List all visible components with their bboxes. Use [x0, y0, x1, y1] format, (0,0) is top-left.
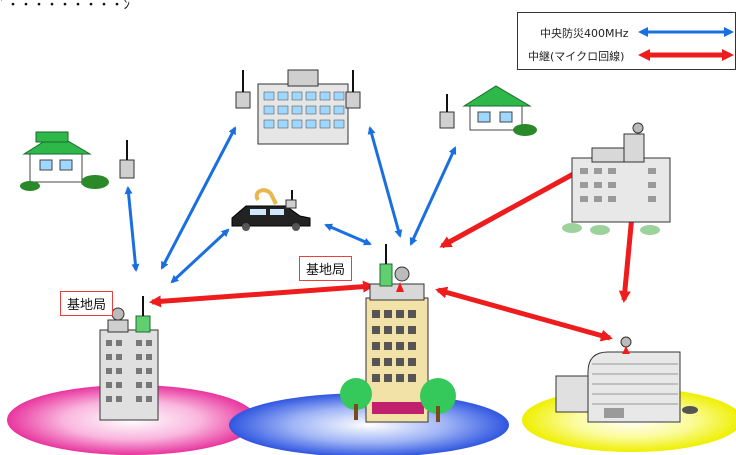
station-label-center: 基地局 [299, 256, 353, 281]
corner-text-fragment: ﾞ・・・・・・・・・ﾝ [0, 0, 131, 13]
legend-label-red: 中継(マイクロ回線) [528, 50, 625, 63]
legend-item-red: 中継(マイクロ回線) [518, 45, 735, 65]
legend-label-blue: 中央防災400MHz [540, 27, 629, 40]
house-icon-right [462, 85, 537, 136]
antenna-icon-office-left [235, 70, 251, 109]
legend-blue-arrow-icon [638, 27, 734, 37]
city-hall-icon [562, 122, 671, 235]
base-station-building-right [555, 336, 698, 423]
base-station-building-center [340, 244, 456, 423]
base-station-building-left [99, 296, 159, 421]
link-office-left-base [160, 126, 237, 270]
link-car-center-base [324, 223, 372, 246]
house-icon-left [20, 131, 109, 191]
link-office-center-base [367, 126, 403, 238]
legend-item-blue: 中央防災400MHz [518, 22, 735, 42]
legend: 中央防災400MHz 中継(マイクロ回線) [517, 12, 736, 70]
antenna-icon-house-right [439, 94, 455, 129]
red-links [149, 163, 640, 342]
relay-center-cityhall [439, 163, 591, 249]
link-house-left-base [124, 186, 140, 272]
link-car-left-base [170, 228, 230, 284]
legend-red-arrow-icon [638, 49, 734, 61]
vehicle-icon [231, 188, 311, 231]
blue-links [124, 126, 457, 284]
relay-left-center [149, 280, 375, 308]
link-house-right-center-base [409, 146, 457, 246]
antenna-icon-office-right [345, 70, 361, 109]
station-label-left: 基地局 [60, 291, 114, 316]
relay-center-right [435, 286, 613, 342]
antenna-icon-house-left [119, 140, 135, 179]
office-building-icon [257, 69, 349, 145]
